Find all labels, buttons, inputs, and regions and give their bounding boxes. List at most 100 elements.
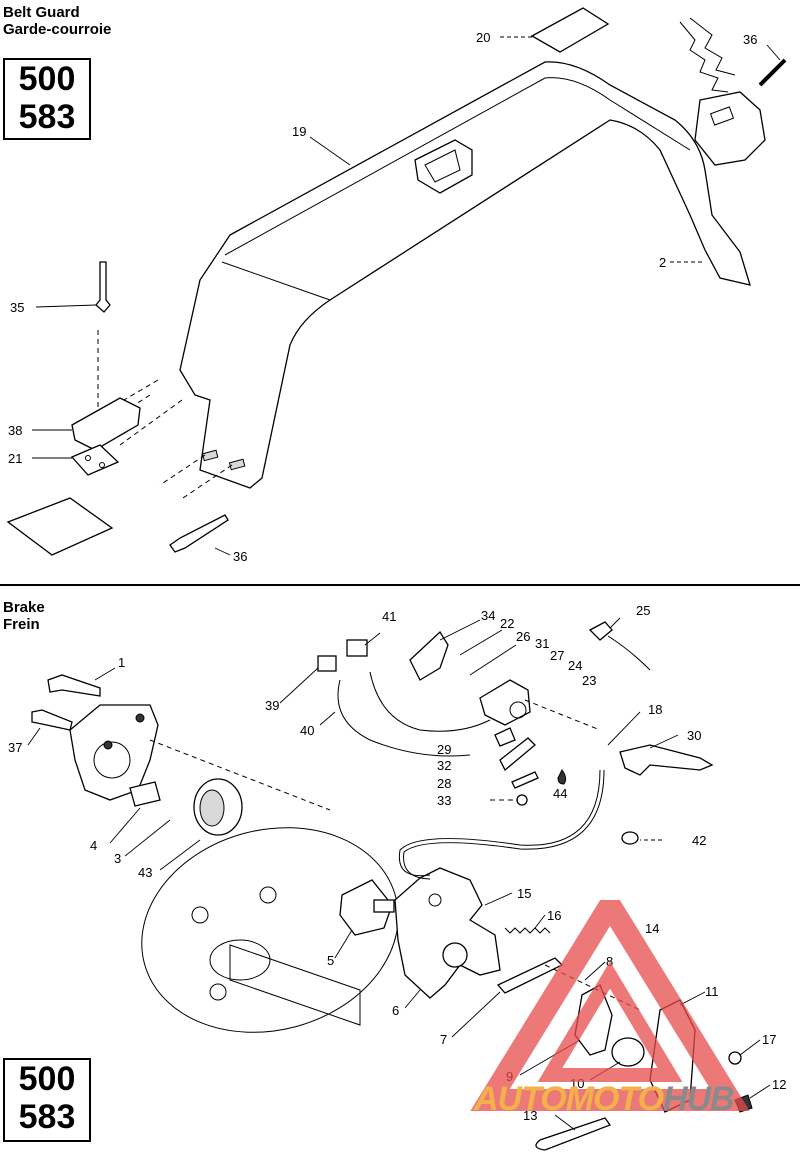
knob-10	[611, 1037, 645, 1067]
cotter-pin-13	[535, 1117, 612, 1151]
bracket-38	[71, 397, 141, 451]
belt-guard-body	[179, 61, 751, 489]
belt-guard-drawing	[6, 7, 787, 556]
belt-guard-fold	[221, 261, 331, 301]
callout-40: 40	[300, 723, 314, 738]
callout-29: 29	[437, 742, 451, 757]
pad-carrier	[129, 781, 161, 807]
brake-shaft	[229, 944, 361, 1026]
spring-16	[504, 927, 551, 934]
brake-disc	[141, 827, 399, 1033]
bolt-37	[31, 709, 73, 731]
callout-36-bottom: 36	[233, 549, 247, 564]
connector-41	[346, 639, 368, 657]
callout-41: 41	[382, 609, 396, 624]
rivet-bottom	[169, 514, 229, 553]
label-sheet-part	[530, 7, 610, 53]
watermark-triangle-inner	[537, 961, 683, 1082]
callout-3: 3	[114, 851, 121, 866]
foam-sheet	[6, 497, 114, 556]
brake-title: Brake Frein	[3, 599, 45, 633]
callout-1: 1	[118, 655, 125, 670]
callout-26: 26	[516, 629, 530, 644]
callout-37: 37	[8, 740, 22, 755]
caliper-housing	[69, 704, 159, 801]
callout-4: 4	[90, 838, 97, 853]
guard-clip	[414, 139, 473, 194]
callout-14: 14	[645, 921, 659, 936]
brake-handle-housing	[479, 679, 531, 726]
watermark-triangle-outer	[470, 900, 750, 1111]
callout-39: 39	[265, 698, 279, 713]
brake-callouts: 41 34 22 26 31 27 24 23 25 1 39 40 37 18…	[8, 603, 786, 1123]
brake-title-fr: Frein	[3, 616, 40, 633]
belt-guard-title-en: Belt Guard	[3, 4, 80, 21]
spring-hardware	[679, 21, 729, 93]
fastener-35	[95, 261, 111, 313]
callout-36-top: 36	[743, 32, 757, 47]
watermark-text-automoto: AUTOMOTO	[474, 1080, 664, 1118]
callout-8: 8	[606, 954, 613, 969]
washer-33	[516, 794, 528, 806]
callout-15: 15	[517, 886, 531, 901]
callout-7: 7	[440, 1032, 447, 1047]
callout-34: 34	[481, 608, 495, 623]
callout-20: 20	[476, 30, 490, 45]
callout-2: 2	[659, 255, 666, 270]
callout-28: 28	[437, 776, 451, 791]
callout-38: 38	[8, 423, 22, 438]
guard-bracket-slot	[709, 106, 735, 126]
guard-clip-inner	[424, 149, 461, 183]
callout-25: 25	[636, 603, 650, 618]
callout-27: 27	[550, 648, 564, 663]
belt-guard-model-box: 500 583	[3, 58, 91, 140]
callout-19: 19	[292, 124, 306, 139]
connector-39	[317, 655, 337, 672]
part-28	[511, 771, 539, 789]
spring-hardware-2	[689, 17, 736, 76]
automotohub-watermark-logo	[470, 900, 750, 1111]
cable-41	[369, 671, 491, 732]
brake-lever-30	[619, 744, 714, 776]
brake-title-en: Brake	[3, 599, 45, 616]
callout-13: 13	[523, 1108, 537, 1123]
callout-44: 44	[553, 786, 567, 801]
watermark-text-hub: HUB	[663, 1080, 735, 1118]
watermark-text: AUTOMOTOHUB	[474, 1080, 735, 1119]
bolt-1	[47, 674, 101, 697]
callout-21: 21	[8, 451, 22, 466]
brake-cable	[398, 769, 601, 877]
callout-11: 11	[705, 984, 719, 999]
belt-guard-model-500: 500	[18, 60, 76, 98]
cable-40	[337, 679, 471, 757]
pad-5-stem	[373, 899, 395, 913]
belt-guard-title: Belt Guard Garde-courroie	[3, 4, 111, 38]
belt-guard-top-edge	[224, 77, 691, 256]
callout-22: 22	[500, 616, 514, 631]
belt-guard-callouts: 20 36 19 2 35 38 21 36	[8, 30, 757, 564]
callout-18: 18	[648, 702, 662, 717]
callout-5: 5	[327, 953, 334, 968]
rivet-top	[758, 58, 787, 87]
callout-32: 32	[437, 758, 451, 773]
plate-21	[70, 444, 120, 476]
brake-model-box: 500 583	[3, 1058, 91, 1142]
brake-model-500: 500	[18, 1060, 76, 1098]
callout-30: 30	[687, 728, 701, 743]
cover-34	[409, 630, 449, 681]
callout-16: 16	[547, 908, 561, 923]
callout-33: 33	[437, 793, 451, 808]
clip-42	[621, 831, 639, 845]
callout-17: 17	[762, 1032, 776, 1047]
brake-model-583: 583	[18, 1098, 76, 1136]
part-29	[494, 727, 516, 747]
belt-guard-title-fr: Garde-courroie	[3, 21, 112, 38]
callout-24: 24	[568, 658, 582, 673]
belt-guard-model-583: 583	[18, 98, 76, 136]
switch-25	[588, 621, 613, 641]
brake-pad-5	[339, 879, 393, 936]
callout-43: 43	[138, 865, 152, 880]
part-32	[499, 737, 536, 772]
callout-12: 12	[772, 1077, 786, 1092]
